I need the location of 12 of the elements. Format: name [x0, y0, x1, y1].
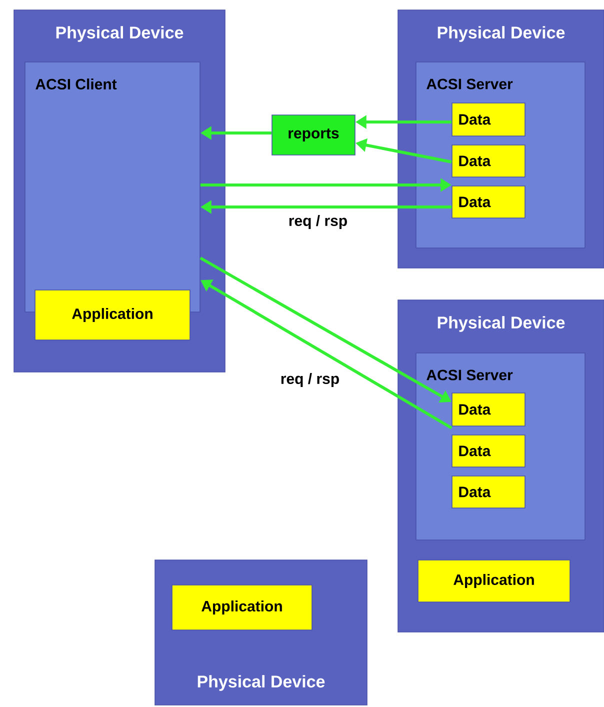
data-box: Data — [452, 392, 526, 426]
application-box: Application — [172, 584, 312, 630]
reports-box: reports — [272, 114, 356, 156]
application-box: Application — [34, 290, 190, 340]
data-box: Data — [452, 186, 526, 218]
data-box: Data — [452, 434, 526, 468]
edge-label: req / rsp — [279, 372, 341, 388]
application-box: Application — [418, 560, 570, 602]
data-box: Data — [452, 476, 526, 508]
data-box: Data — [452, 102, 526, 136]
data-box: Data — [452, 144, 526, 178]
edge-label: req / rsp — [287, 214, 349, 230]
